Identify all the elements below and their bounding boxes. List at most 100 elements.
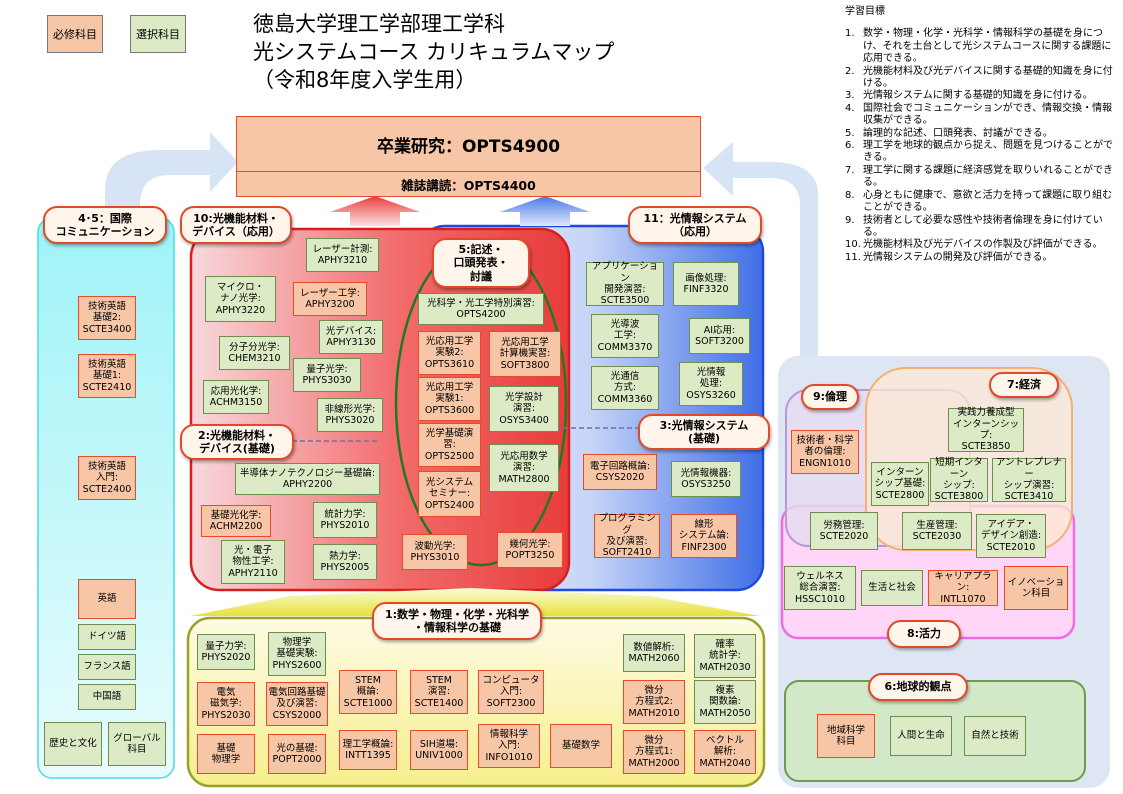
course-innovation: イノベーショ ン科目 (1004, 566, 1068, 610)
course-programming: プログラミング 及び演習: SOFT2410 (594, 513, 660, 558)
label-optical-materials-basic: 2:光機能材料・ デバイス(基礎) (180, 424, 294, 460)
goal-text: 理工学を地球的観点から捉え、問題を見つけることができる。 (863, 140, 1113, 164)
goal-number: 10. (845, 239, 861, 251)
goal-text: 心身ともに健康で、意欲と活力を持って課題に取り組むことができる。 (863, 189, 1113, 214)
course-experiment-2: 光応用工学 実験2: OPTS3610 (418, 331, 481, 375)
course-tech-english-1: 技術英語 基礎1: SCTE2410 (78, 354, 136, 398)
course-labor-management: 労務管理: SCTE2020 (810, 512, 878, 550)
goal-number: 2. (845, 65, 855, 77)
goal-item: 4. 国際社会でコミュニケーションができ、情報交換・情報収集ができる。 (845, 103, 1115, 128)
label-international-communication: 4･5：国際 コミュニケーション (43, 206, 167, 244)
course-thermodynamics: 熱力学: PHYS2005 (313, 544, 377, 580)
course-laser-engineering: レーザー工学: APHY3200 (293, 282, 367, 316)
goal-item: 3.光情報システムに関する基礎的知識を身に付ける。 (845, 90, 1115, 102)
course-internship-basics: インターン シップ基礎: SCTE2800 (871, 462, 929, 506)
course-probability-statistics: 確率 統計学: MATH2030 (694, 634, 756, 678)
label-economics: 7:経済 (989, 372, 1059, 398)
label-global-perspective: 6:地球的観点 (868, 673, 968, 701)
goal-text: 論理的な記述、口頭発表、討議ができる。 (863, 127, 1053, 139)
course-diffeq-1: 微分 方程式1: MATH2000 (623, 730, 685, 774)
course-physics-lab: 物理学 基礎実験: PHYS2600 (268, 632, 326, 676)
course-basic-math: 基礎数学 (550, 724, 612, 768)
course-production-management: 生産管理: SCTE2030 (902, 512, 972, 550)
goal-item: 10.光機能材料及び光デバイスの作製及び評価ができる。 (845, 239, 1115, 251)
course-idea-design: アイデア・ デザイン創造: SCTE2010 (976, 514, 1046, 558)
course-history-culture: 歴史と文化 (44, 722, 102, 766)
goal-number: 5. (845, 127, 855, 139)
course-nature-technology: 自然と技術 (964, 716, 1026, 756)
label-info-systems-basic: 3:光情報システム (基礎) (638, 414, 770, 450)
course-optoelectronic-properties: 光・電子 物性工学: APHY2110 (221, 540, 285, 584)
course-tech-english-2: 技術英語 基礎2: SCTE3400 (78, 296, 136, 340)
graduation-research: 卒業研究：OPTS4900 (236, 116, 701, 172)
goal-number: 6. (845, 140, 855, 152)
course-complex-analysis: 複素 関数論: MATH2050 (694, 680, 756, 724)
course-micro-nano-optics: マイクロ・ ナノ光学: APHY3220 (205, 276, 276, 322)
course-molecular-spectroscopy: 分子分光学: CHEM3210 (219, 336, 290, 370)
course-optical-design: 光学設計 演習: OSYS3400 (489, 386, 559, 432)
course-geometric-optics: 幾何光学: POPT3250 (497, 532, 563, 568)
course-german: ドイツ語 (78, 624, 136, 650)
goal-text: 光情報システムの開発及び評価ができる。 (863, 251, 1053, 263)
course-diffeq-2: 微分 方程式2: MATH2010 (623, 680, 685, 724)
goal-text: 理工学に関する課題に経済感覚を取りいれることができる。 (863, 164, 1113, 189)
course-stem-intro: STEM 概論: SCTE1000 (339, 670, 397, 714)
goal-number: 8. (845, 189, 855, 201)
course-laser-measurement: レーザー計測: APHY3210 (306, 238, 379, 272)
right-side-arrow (703, 142, 818, 360)
course-numerical-analysis: 数値解析: MATH2060 (623, 634, 685, 672)
goals-list: 1.数学・物理・化学・光科学・情報科学の基礎を身につけ、それを土台として光システ… (845, 28, 1115, 264)
goal-item: 8. 心身ともに健康で、意欲と活力を持って課題に取り組むことができる。 (845, 190, 1115, 215)
course-applied-math: 光応用数学 演習: MATH2800 (489, 444, 559, 492)
course-wave-optics: 波動光学: PHYS3010 (402, 534, 468, 570)
goal-text: 技術者として必要な感性や技術者倫理を身に付けている。 (863, 214, 1103, 238)
course-short-internship: 短期インターン シップ: SCTE3800 (930, 457, 988, 502)
label-info-systems-applied: 11：光情報システム （応用） (628, 206, 762, 244)
course-computer-intro: コンピュータ 入門: SOFT2300 (478, 670, 544, 714)
course-electromagnetics: 電気 磁気学: PHYS2030 (197, 682, 255, 726)
goal-number: 1. (845, 28, 855, 40)
legend-elective: 選択科目 (130, 15, 186, 53)
course-info-science-intro: 情報科学 入門: INFO1010 (478, 724, 540, 768)
course-optical-communication: 光通信 方式: COMM3360 (591, 366, 659, 410)
course-quantum-optics: 量子光学: PHYS3030 (293, 358, 361, 392)
course-optical-seminar: 光システム セミナー: OPTS2400 (418, 471, 481, 517)
course-vector-analysis: ベクトル 解析: MATH2040 (694, 730, 756, 774)
course-circuit-basics: 電気回路基礎 及び演習: CSYS2000 (266, 682, 328, 726)
goal-item: 2. 光機能材料及び光デバイスに関する基礎的知識を身に付ける。 (845, 66, 1115, 91)
course-applied-photochemistry: 応用光化学: ACHM3150 (203, 380, 269, 414)
course-special-exercises: 光科学・光工学特別演習: OPTS4200 (418, 293, 544, 325)
goal-number: 4. (845, 102, 855, 114)
course-stem-exercise: STEM 演習: SCTE1400 (410, 670, 468, 714)
course-optical-devices: 光デバイス: APHY3130 (319, 320, 383, 354)
course-computer-practice: 光応用工学 計算機実習: SOFT3800 (489, 331, 561, 377)
label-ethics: 9:倫理 (801, 384, 859, 410)
goal-item: 6. 理工学を地球的観点から捉え、問題を見つけることができる。 (845, 140, 1115, 165)
goal-item: 9.技術者として必要な感性や技術者倫理を身に付けている。 (845, 215, 1115, 240)
course-basic-photochemistry: 基礎光化学: ACHM2200 (201, 505, 271, 537)
goal-item: 7.理工学に関する課題に経済感覚を取りいれることができる。 (845, 165, 1115, 190)
left-side-arrow (105, 132, 238, 215)
course-ai-application: AI応用: SOFT3200 (689, 318, 750, 354)
course-chinese: 中国語 (78, 684, 136, 710)
course-wellness: ウェルネス 総合演習: HSSC1010 (784, 566, 856, 610)
course-quantum-mechanics: 量子力学: PHYS2020 (197, 634, 255, 670)
course-sih-dojo: SIH道場: UNIV1000 (410, 730, 468, 770)
course-global: グローバル 科目 (108, 722, 166, 766)
course-image-processing: 画像処理: FINF3320 (673, 262, 739, 306)
course-optics-basics: 光の基礎: POPT2000 (268, 734, 326, 774)
course-electronic-circuits: 電子回路概論: CSYS2020 (583, 454, 657, 490)
course-entrepreneurship: アントレプレナー シップ演習: SCTE3410 (992, 457, 1066, 502)
course-french: フランス語 (78, 654, 136, 680)
page-title: 徳島大学理工学部理工学科 光システムコース カリキュラムマップ （令和8年度入学… (253, 12, 615, 92)
course-nonlinear-optics: 非線形光学: PHYS3020 (317, 398, 383, 432)
journal-reading: 雑誌講読：OPTS4400 (236, 171, 701, 197)
goal-text: 光機能材料及び光デバイスに関する基礎的知識を身に付ける。 (863, 65, 1113, 90)
goal-number: 3. (845, 90, 855, 102)
label-foundations: 1:数学・物理・化学・光科学 ・情報科学の基礎 (372, 602, 542, 640)
course-english: 英語 (78, 579, 136, 619)
goal-text: 国際社会でコミュニケーションができ、情報交換・情報収集ができる。 (863, 102, 1113, 127)
course-optical-waveguide: 光導波 工学: COMM3370 (591, 314, 659, 358)
goal-text: 光機能材料及び光デバイスの作製及び評価ができる。 (863, 239, 1103, 251)
goal-item: 5. 論理的な記述、口頭発表、討議ができる。 (845, 128, 1115, 140)
